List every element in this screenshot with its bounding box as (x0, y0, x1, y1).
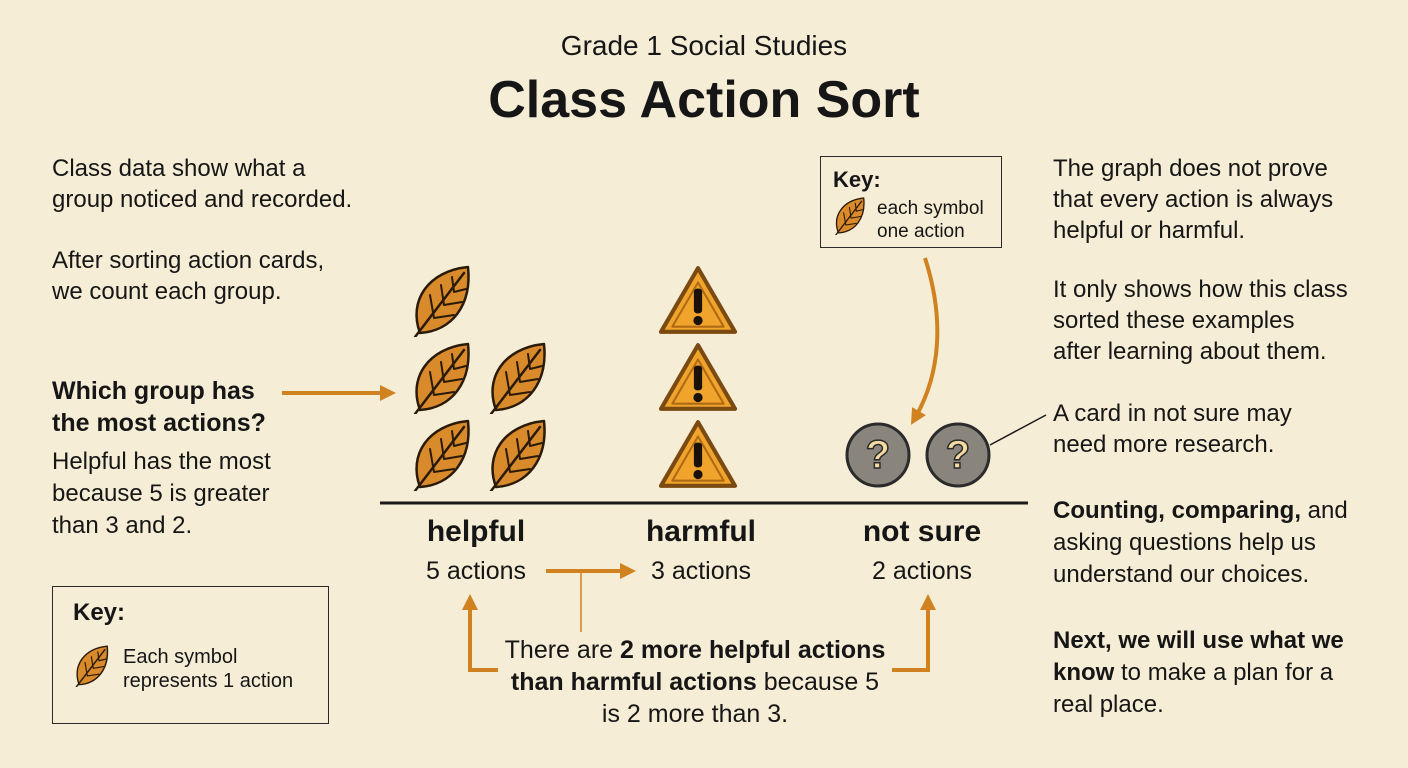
right-line: A card in not sure may (1053, 400, 1292, 427)
leaf-icon (835, 197, 865, 235)
warning-icon (661, 345, 735, 409)
key-heading: Key: (833, 167, 881, 192)
leaf-icon (489, 342, 546, 414)
key-line: each symbol (877, 198, 984, 219)
key-box-top: Key: each symbol one action (820, 156, 1002, 248)
right-paragraph-4: Counting, comparing, and asking question… (1053, 495, 1348, 591)
right-line: It only shows how this class (1053, 276, 1348, 303)
comparison-fragment: 2 more (620, 636, 709, 664)
intro-line: group noticed and recorded. (52, 186, 353, 213)
right-paragraph-5: Next, we will use what we know to make a… (1053, 625, 1344, 721)
comparison-line: is 2 more than 3. (601, 700, 789, 728)
right-fragment: know (1053, 659, 1115, 686)
key-heading: Key: (73, 599, 126, 626)
question-icon (845, 422, 911, 488)
question-line: the most actions? (52, 409, 266, 437)
key-arrow (910, 257, 940, 425)
answer-line: Helpful has the most (52, 448, 271, 475)
right-line: helpful or harmful. (1053, 217, 1246, 244)
question-line: Which group has (52, 377, 255, 405)
right-line: that every action is always (1053, 186, 1334, 213)
right-line: Counting, comparing, and (1053, 495, 1348, 527)
comparison-fragment: There are (504, 636, 620, 664)
question-icon (925, 422, 991, 488)
comparison-line: than harmful actions because 5 (480, 666, 910, 698)
leaf-icon (413, 419, 470, 491)
comparison-fragment: helpful actions (708, 636, 886, 664)
right-line: sorted these examples (1053, 307, 1295, 334)
sorting-line: we count each group. (52, 278, 282, 305)
count-harmful: 3 actions (650, 557, 752, 585)
category-label-not-sure: not sure (862, 515, 982, 548)
right-line: asking questions help us (1053, 529, 1316, 556)
right-fragment: Counting, comparing, (1053, 497, 1301, 524)
answer-line: because 5 is greater (52, 480, 270, 507)
right-line: know to make a plan for a (1053, 657, 1344, 689)
right-line: after learning about them. (1053, 338, 1327, 365)
comparison-fragment: because 5 (756, 668, 880, 696)
leaf-icon (413, 265, 470, 337)
leaf-icon (75, 645, 109, 687)
count-not-sure: 2 actions (871, 557, 973, 585)
right-paragraph-1: The graph does not prove that every acti… (1053, 153, 1333, 246)
key-line: one action (877, 221, 965, 242)
sorting-paragraph: After sorting action cards, we count eac… (52, 245, 324, 307)
intro-paragraph: Class data show what a group noticed and… (52, 153, 352, 215)
right-line: understand our choices. (1053, 561, 1310, 588)
right-fragment: and (1300, 497, 1348, 524)
key-line: Each symbol (123, 646, 238, 668)
answer-line: than 3 and 2. (52, 512, 193, 539)
page-title: Class Action Sort (488, 71, 920, 129)
right-line: real place. (1053, 691, 1164, 718)
category-label-helpful: helpful (426, 515, 526, 548)
comparison-fragment: than harmful actions (510, 668, 757, 696)
category-label-harmful: harmful (645, 515, 756, 548)
warning-icon (661, 268, 735, 332)
right-line: Next, we will use what we (1053, 627, 1344, 654)
sorting-line: After sorting action cards, (52, 247, 325, 274)
subtitle: Grade 1 Social Studies (560, 30, 848, 61)
comparison-line: There are 2 more helpful actions (480, 634, 910, 666)
right-line: The graph does not prove (1053, 155, 1328, 182)
bracket-arrow-right (892, 594, 936, 672)
bracket-arrow-left (462, 594, 498, 672)
answer-text: Helpful has the most because 5 is greate… (52, 446, 271, 542)
key-description: Each symbol represents 1 action (123, 645, 293, 693)
comparison-text: There are 2 more helpful actions than ha… (480, 634, 910, 730)
right-fragment: to make a plan for a (1114, 659, 1334, 686)
key-line: represents 1 action (123, 670, 294, 692)
question-text: Which group has the most actions? (52, 375, 266, 439)
key-description: each symbol one action (877, 197, 984, 243)
count-helpful: 5 actions (425, 557, 527, 585)
warning-icon (661, 422, 735, 486)
right-line: need more research. (1053, 431, 1275, 458)
leaf-icon (489, 419, 546, 491)
right-paragraph-3: A card in not sure may need more researc… (1053, 398, 1292, 460)
research-leader-line (989, 414, 1047, 446)
intro-line: Class data show what a (52, 155, 306, 182)
leaf-icon (413, 342, 470, 414)
right-paragraph-2: It only shows how this class sorted thes… (1053, 274, 1348, 367)
